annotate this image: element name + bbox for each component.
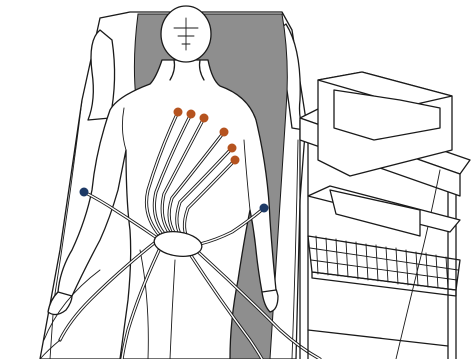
electrode-v1	[174, 108, 183, 117]
electrode-v5	[228, 144, 237, 153]
pillow-left	[88, 30, 115, 120]
ecg-machine-on-cart	[300, 72, 470, 359]
ecg-paper-box	[330, 190, 420, 236]
electrode-v2	[187, 110, 196, 119]
cart-wire-basket	[308, 236, 460, 296]
cart-bottom-bar	[308, 330, 448, 346]
electrode-right-wrist	[260, 204, 269, 213]
electrode-left-wrist	[80, 188, 89, 197]
cart-post-right	[448, 166, 456, 359]
electrode-v3	[200, 114, 209, 123]
electrode-v6	[231, 156, 240, 165]
electrode-v4	[220, 128, 229, 137]
